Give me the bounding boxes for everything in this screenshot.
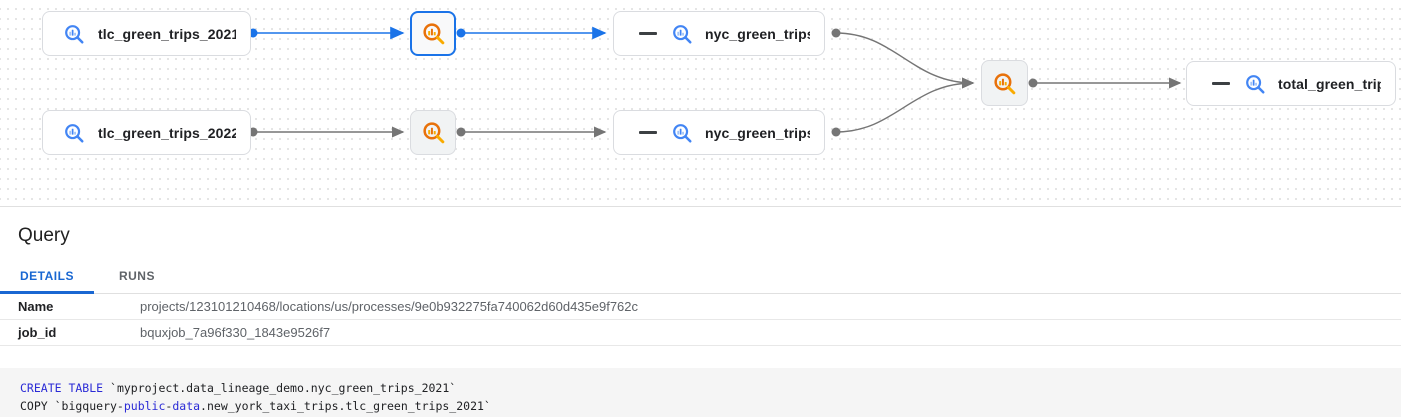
lineage-edges — [248, 26, 1182, 138]
bigquery-job-icon — [421, 120, 446, 145]
sql-code-block: CREATE TABLE `myproject.data_lineage_dem… — [0, 368, 1401, 417]
table-row-job-id: job_id bquxjob_7a96f330_1843e9526f7 — [0, 320, 1401, 346]
detail-label: job_id — [18, 325, 57, 340]
bigquery-table-icon — [671, 122, 693, 144]
lineage-graph-canvas[interactable]: tlc_green_trips_2021 — [0, 0, 1401, 207]
collapse-minus-icon[interactable] — [639, 32, 657, 35]
lineage-node-nyc-green-trips-2021[interactable]: nyc_green_trips… — [613, 11, 825, 56]
collapse-minus-icon[interactable] — [639, 131, 657, 134]
panel-title: Query — [18, 225, 70, 246]
tab-details-label: DETAILS — [20, 268, 74, 283]
details-table: Name projects/123101210468/locations/us/… — [0, 294, 1401, 346]
table-row-name: Name projects/123101210468/locations/us/… — [0, 294, 1401, 320]
query-details-panel: Query DETAILS RUNS Name projects/1231012… — [0, 208, 1401, 417]
lineage-node-total-green-trips[interactable]: total_green_trip… — [1186, 61, 1396, 106]
bigquery-table-icon — [63, 122, 85, 144]
detail-label: Name — [18, 299, 54, 314]
tab-runs[interactable]: RUNS — [94, 258, 180, 293]
node-label: nyc_green_trips… — [705, 25, 810, 42]
node-label: nyc_green_trips… — [705, 124, 810, 141]
tab-runs-label: RUNS — [118, 268, 155, 283]
collapse-minus-icon[interactable] — [1212, 82, 1230, 85]
node-label: total_green_trip… — [1278, 75, 1381, 92]
bigquery-job-icon — [992, 71, 1017, 96]
node-label: tlc_green_trips_2022 — [98, 124, 236, 141]
lineage-node-tlc-green-trips-2021[interactable]: tlc_green_trips_2021 — [42, 11, 251, 56]
lineage-node-nyc-green-trips-2022[interactable]: nyc_green_trips… — [613, 110, 825, 155]
lineage-node-process-2022[interactable] — [410, 110, 456, 155]
lineage-node-process-2021[interactable] — [410, 11, 456, 56]
lineage-node-tlc-green-trips-2022[interactable]: tlc_green_trips_2022 — [42, 110, 251, 155]
detail-value: bquxjob_7a96f330_1843e9526f7 — [140, 325, 331, 340]
tab-details[interactable]: DETAILS — [0, 258, 94, 294]
bigquery-table-icon — [63, 23, 85, 45]
tab-bar: DETAILS RUNS — [0, 258, 1401, 294]
node-label: tlc_green_trips_2021 — [98, 25, 236, 42]
bigquery-table-icon — [671, 23, 693, 45]
bigquery-job-icon — [421, 21, 446, 46]
lineage-node-process-merge[interactable] — [981, 60, 1028, 106]
bigquery-table-icon — [1244, 73, 1266, 95]
detail-value: projects/123101210468/locations/us/proce… — [140, 299, 639, 314]
